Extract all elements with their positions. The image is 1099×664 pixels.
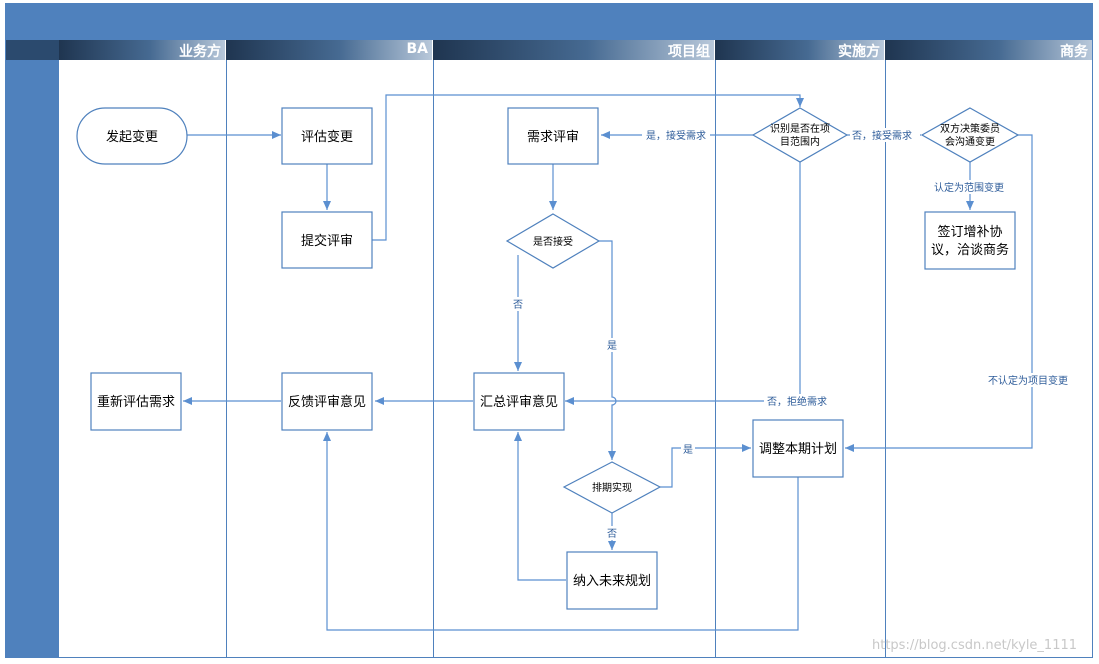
node-schedule-label: 排期实现 <box>592 481 632 494</box>
node-requirement-review: 需求评审 <box>507 107 599 165</box>
node-submit-review: 提交评审 <box>281 211 373 269</box>
lane-label-ba: BA <box>406 41 428 57</box>
edge-label-no: 否 <box>513 299 523 311</box>
lane-label-business: 业务方 <box>179 44 221 60</box>
edge-label-yes-schedule: 是 <box>683 444 693 456</box>
node-schedule-decision: 排期实现 <box>562 461 662 514</box>
node-evaluate-change-label: 评估变更 <box>301 129 353 145</box>
edge-label-yes: 是 <box>607 340 617 352</box>
node-accept-decision: 是否接受 <box>505 213 601 269</box>
edge-scope-reject <box>565 162 801 405</box>
node-summary-label: 汇总评审意见 <box>480 394 558 410</box>
node-summary: 汇总评审意见 <box>473 372 565 431</box>
edge-label-no-schedule: 否 <box>607 528 617 540</box>
edge-label-scope-change: 认定为范围变更 <box>934 181 1004 194</box>
lane-header-business: 业务方 <box>59 40 226 60</box>
lane-divider <box>433 60 434 657</box>
edge-future-summary <box>514 432 566 581</box>
edge-label-reject: 否，拒绝需求 <box>767 395 827 408</box>
lane-header-project: 项目组 <box>433 40 715 60</box>
node-future-plan-label: 纳入未来规划 <box>573 574 651 589</box>
node-committee-label-2: 会沟通变更 <box>945 135 995 148</box>
node-start: 发起变更 <box>76 107 188 165</box>
lane-label-project: 项目组 <box>668 44 710 60</box>
node-reevaluate-label: 重新评估需求 <box>97 394 175 410</box>
edge-label-yes-accept: 是，接受需求 <box>646 129 706 142</box>
node-committee: 双方决策委员 会沟通变更 <box>920 107 1020 163</box>
watermark-text: https://blog.csdn.net/kyle_1111 <box>872 638 1078 653</box>
edge-submit-scope <box>372 94 804 241</box>
edge-label-project-change: 不认定为项目变更 <box>988 374 1068 387</box>
diagram-title-bar <box>5 3 1093 40</box>
edge-schedule-adjust <box>660 444 751 488</box>
node-in-scope: 识别是否在项 目范围内 <box>751 107 849 163</box>
node-feedback: 反馈评审意见 <box>281 372 373 431</box>
node-requirement-review-label: 需求评审 <box>527 130 579 145</box>
lane-header-ba: BA <box>226 40 433 60</box>
lane-divider <box>226 60 227 657</box>
lane-divider <box>715 60 716 657</box>
edge-accept-yes <box>599 240 617 460</box>
node-future-plan: 纳入未来规划 <box>566 551 658 610</box>
node-adjust-plan: 调整本期计划 <box>752 419 844 478</box>
lane-label-implement: 实施方 <box>838 44 880 60</box>
node-committee-label-1: 双方决策委员 <box>940 122 1000 135</box>
node-in-scope-label-1: 识别是否在项 <box>770 123 830 135</box>
node-start-label: 发起变更 <box>106 129 158 145</box>
edge-label-no-accept: 否，接受需求 <box>852 129 912 142</box>
edge-committee-adjust <box>845 134 1033 452</box>
node-sign-agreement: 签订增补协 议，洽谈商务 <box>924 211 1016 270</box>
edge-adjust-feedback <box>323 432 799 631</box>
node-sign-label-1: 签订增补协 <box>937 224 1002 240</box>
node-evaluate-change: 评估变更 <box>281 107 373 165</box>
node-in-scope-label-2: 目范围内 <box>780 135 820 148</box>
node-accept-label: 是否接受 <box>533 235 573 248</box>
node-submit-review-label: 提交评审 <box>301 233 353 249</box>
node-adjust-plan-label: 调整本期计划 <box>759 442 837 457</box>
lane-divider <box>885 60 886 657</box>
node-feedback-label: 反馈评审意见 <box>288 394 366 410</box>
lane-label-commerce: 商务 <box>1060 44 1088 60</box>
node-reevaluate: 重新评估需求 <box>90 372 182 431</box>
node-sign-label-2: 议，洽谈商务 <box>931 242 1009 258</box>
pool-side-bar <box>5 60 59 658</box>
lane-header-implement: 实施方 <box>715 40 885 60</box>
